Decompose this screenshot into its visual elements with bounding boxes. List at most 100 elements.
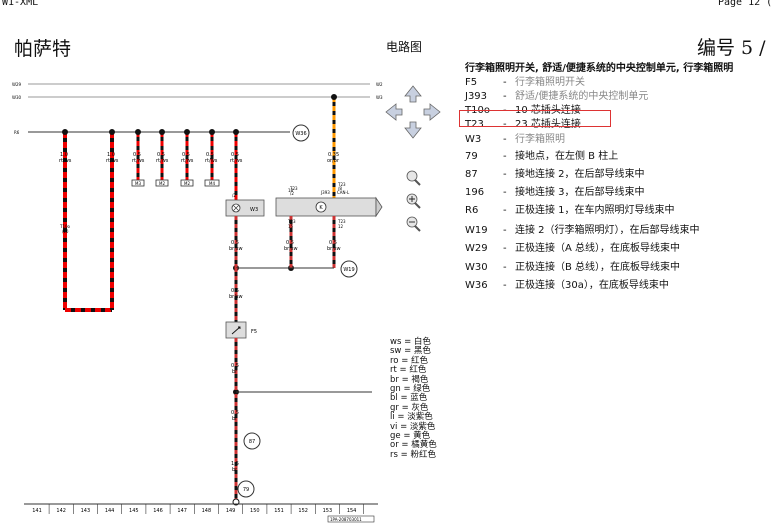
footer-code: 1PA-208703011 xyxy=(330,517,362,522)
legend-code: T23 xyxy=(465,119,484,130)
legend-row: 196-接地连接 3，在后部导线束中 xyxy=(465,183,645,198)
wire-label: br xyxy=(232,467,238,473)
rail-label-w30: W30 xyxy=(12,95,22,100)
color-code-row: ws = 白色 xyxy=(390,337,431,347)
legend-code: W36 xyxy=(465,280,488,291)
legend-text: 行李箱照明开关 xyxy=(515,77,585,88)
zoom-in-icon[interactable] xyxy=(406,193,421,209)
wire-label: 0.5 xyxy=(182,152,190,158)
zoom-tools xyxy=(406,170,421,232)
header-left: W1-XML xyxy=(2,0,39,8)
t10-label: T10o xyxy=(59,224,71,229)
legend-dash: - xyxy=(503,187,507,198)
rail-label-r6: R6 xyxy=(14,130,20,135)
legend-text: 行李箱照明 xyxy=(515,134,565,145)
legend-code: W29 xyxy=(465,243,488,254)
ground-87-label: 87 xyxy=(249,439,255,445)
grid-label: 152 xyxy=(298,508,308,514)
wire-label: rt/ws xyxy=(106,158,119,164)
wire-label: or/br xyxy=(327,158,340,164)
legend-dash: - xyxy=(503,119,507,130)
nav-right-icon[interactable] xyxy=(423,103,441,121)
t23-top-pin: /2 xyxy=(290,191,294,196)
wire-label: 0.5 xyxy=(286,240,294,246)
connector-box xyxy=(180,179,194,187)
grid-label: 153 xyxy=(323,508,333,514)
header-right: Page 12 ( xyxy=(718,0,773,8)
nav-down-icon[interactable] xyxy=(404,121,422,139)
legend-row: T23 -23 芯插头连接 xyxy=(465,115,581,130)
legend-code: W19 xyxy=(465,225,488,236)
t23-top: T23 xyxy=(289,186,298,191)
color-code-row: vi = 淡紫色 xyxy=(390,421,436,432)
legend-dash: - xyxy=(503,169,507,180)
legend-row: W3-行李箱照明 xyxy=(465,130,565,145)
rail-label-right1: W2 xyxy=(376,82,383,87)
wire-label: rt/ws xyxy=(205,158,218,164)
legend-code: R6 xyxy=(465,205,479,216)
legend-dash: - xyxy=(503,151,507,162)
legend-dash: - xyxy=(503,225,507,236)
diagram-subtitle: 电路图 xyxy=(386,40,423,54)
grid-label: 149 xyxy=(226,508,236,514)
grid-label: 144 xyxy=(105,508,115,514)
wire-label: 0.5 xyxy=(206,152,214,158)
connector-box-label: M3 xyxy=(135,181,141,186)
connector-w36 xyxy=(292,124,310,142)
legend-dash: - xyxy=(503,262,507,273)
t23-j-pin: /8 xyxy=(338,186,342,191)
nav-left-icon[interactable] xyxy=(385,103,403,121)
color-code-row: ge = 黄色 xyxy=(390,431,431,441)
zoom-fit-icon[interactable] xyxy=(406,170,421,186)
wire-label: br xyxy=(232,369,238,375)
legend-dash: - xyxy=(503,205,507,216)
grid-label: 141 xyxy=(32,508,42,514)
legend-code: J393 xyxy=(465,91,488,102)
grid-ticks xyxy=(48,504,365,514)
document-number: 编号 5 / xyxy=(697,37,766,59)
color-code-row: rt = 红色 xyxy=(390,365,427,376)
lamp-w3-pin: /2 xyxy=(232,193,236,198)
legend-row: 79-接地点，在左侧 B 柱上 xyxy=(465,147,618,162)
connector-box-label: M2 xyxy=(159,181,165,186)
splice-dot xyxy=(233,129,239,135)
t10-pin: /10 xyxy=(62,229,69,234)
legend-text: 接地连接 2，在后部导线束中 xyxy=(515,169,645,180)
grid-label: 151 xyxy=(274,508,284,514)
ground-79-label: 79 xyxy=(243,487,249,493)
splice-dot xyxy=(62,129,68,135)
wire-label: 0.35 xyxy=(328,152,339,158)
grid-label: 154 xyxy=(347,508,357,514)
wire-label: br/sw xyxy=(284,246,298,252)
wire-label: br xyxy=(232,416,238,422)
legend-code: W3 xyxy=(465,134,482,145)
wire-label: 1.0 xyxy=(60,152,68,158)
legend-row: R6-正极连接 1，在车内照明灯导线束中 xyxy=(465,201,675,216)
splice-dot xyxy=(159,129,165,135)
legend-code: 87 xyxy=(465,169,478,180)
rail-label-w29: W29 xyxy=(12,82,22,87)
color-code-row: sw = 黑色 xyxy=(390,346,431,357)
wire-label: 0.5 xyxy=(231,363,239,369)
color-code-row: gn = 绿色 xyxy=(390,384,431,394)
legend-row: W36-正极连接（30a），在底板导线束中 xyxy=(465,276,669,291)
lamp-w3-label: W3 xyxy=(250,207,258,213)
wire-label: 0.5 xyxy=(157,152,165,158)
wire-label: 0.5 xyxy=(231,410,239,416)
connector-box xyxy=(131,179,145,187)
wire-label: 1.0 xyxy=(107,152,115,158)
control-unit-k-text: K xyxy=(319,205,323,211)
legend-dash: - xyxy=(503,243,507,254)
nav-up-icon[interactable] xyxy=(404,85,422,103)
legend-row: F5-行李箱照明开关 xyxy=(465,73,585,88)
footer-code-box xyxy=(327,515,375,523)
legend-row: W19-连接 2（行李箱照明灯），在后部导线束中 xyxy=(465,221,700,236)
legend-text: 23 芯插头连接 xyxy=(515,119,581,130)
grid-label: 143 xyxy=(81,508,91,514)
zoom-out-icon[interactable] xyxy=(406,216,421,232)
legend-code: 196 xyxy=(465,187,485,198)
wire-label: rt/ws xyxy=(230,158,243,164)
switch-f5-label: F5 xyxy=(251,329,257,335)
